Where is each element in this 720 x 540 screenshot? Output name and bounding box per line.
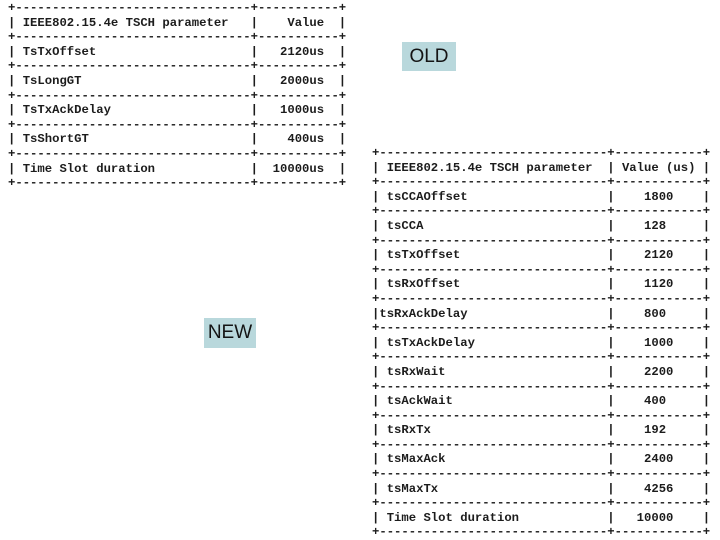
old-label-text: OLD xyxy=(409,45,449,67)
old-parameter-table: +--------------------------------+------… xyxy=(8,1,347,191)
new-label-badge: NEW xyxy=(204,318,256,348)
old-label-badge: OLD xyxy=(402,42,456,71)
new-parameter-table: +-------------------------------+-------… xyxy=(372,146,711,540)
new-label-text: NEW xyxy=(207,322,253,343)
